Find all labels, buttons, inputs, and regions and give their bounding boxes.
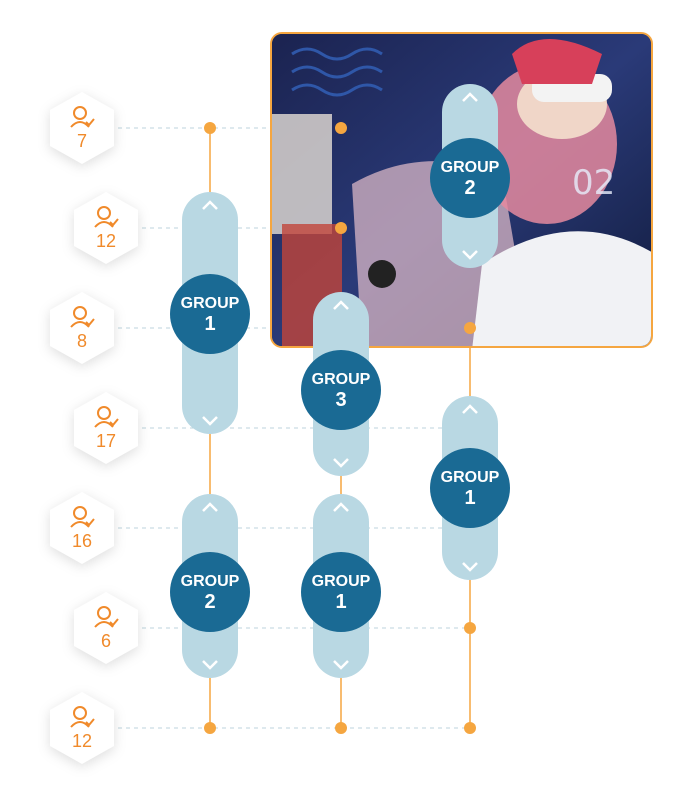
group-slider-handle[interactable]: GROUP 3 (301, 350, 381, 430)
chevron-up-icon[interactable] (201, 502, 219, 512)
chevron-down-icon[interactable] (332, 660, 350, 670)
grid-dot (464, 322, 476, 334)
user-check-icon (94, 206, 119, 228)
people-count: 8 (76, 331, 87, 351)
grid-dot (464, 622, 476, 634)
svg-text:02: 02 (572, 163, 615, 203)
people-count: 12 (95, 231, 117, 251)
grid-dot (204, 722, 216, 734)
grid-dot (204, 122, 216, 134)
chevron-up-icon[interactable] (332, 502, 350, 512)
chevron-down-icon[interactable] (201, 416, 219, 426)
chevron-down-icon[interactable] (461, 250, 479, 260)
grid-dot (335, 122, 347, 134)
group-number: 1 (464, 487, 476, 509)
group-number: 2 (204, 591, 216, 613)
chevron-up-icon[interactable] (201, 200, 219, 210)
group-label: GROUP (180, 573, 240, 590)
group-number: 2 (464, 177, 476, 199)
grid-dot (335, 722, 347, 734)
user-check-icon (70, 306, 95, 328)
user-check-icon (70, 506, 95, 528)
group-number: 1 (204, 313, 216, 335)
chevron-up-icon[interactable] (461, 404, 479, 414)
group-label: GROUP (180, 295, 240, 312)
group-slider-handle[interactable]: GROUP 1 (430, 448, 510, 528)
group-slider-handle[interactable]: GROUP 2 (430, 138, 510, 218)
chevron-down-icon[interactable] (201, 660, 219, 670)
people-count: 7 (76, 131, 87, 151)
chevron-down-icon[interactable] (461, 562, 479, 572)
group-label: GROUP (311, 371, 371, 388)
group-slider-handle[interactable]: GROUP 2 (170, 552, 250, 632)
group-label: GROUP (440, 469, 500, 486)
user-check-icon (94, 606, 119, 628)
people-count: 6 (100, 631, 111, 651)
group-slider-handle[interactable]: GROUP 1 (170, 274, 250, 354)
grid-dot (335, 222, 347, 234)
people-count: 17 (95, 431, 117, 451)
user-check-icon (70, 706, 95, 728)
user-check-icon (70, 106, 95, 128)
people-count: 16 (71, 531, 93, 551)
group-number: 1 (335, 591, 347, 613)
user-check-icon (94, 406, 119, 428)
chevron-up-icon[interactable] (461, 92, 479, 102)
group-label: GROUP (311, 573, 371, 590)
group-number: 3 (335, 389, 347, 411)
group-label: GROUP (440, 159, 500, 176)
grid-dot (464, 722, 476, 734)
group-slider-handle[interactable]: GROUP 1 (301, 552, 381, 632)
chevron-down-icon[interactable] (332, 458, 350, 468)
chevron-up-icon[interactable] (332, 300, 350, 310)
people-count: 12 (71, 731, 93, 751)
